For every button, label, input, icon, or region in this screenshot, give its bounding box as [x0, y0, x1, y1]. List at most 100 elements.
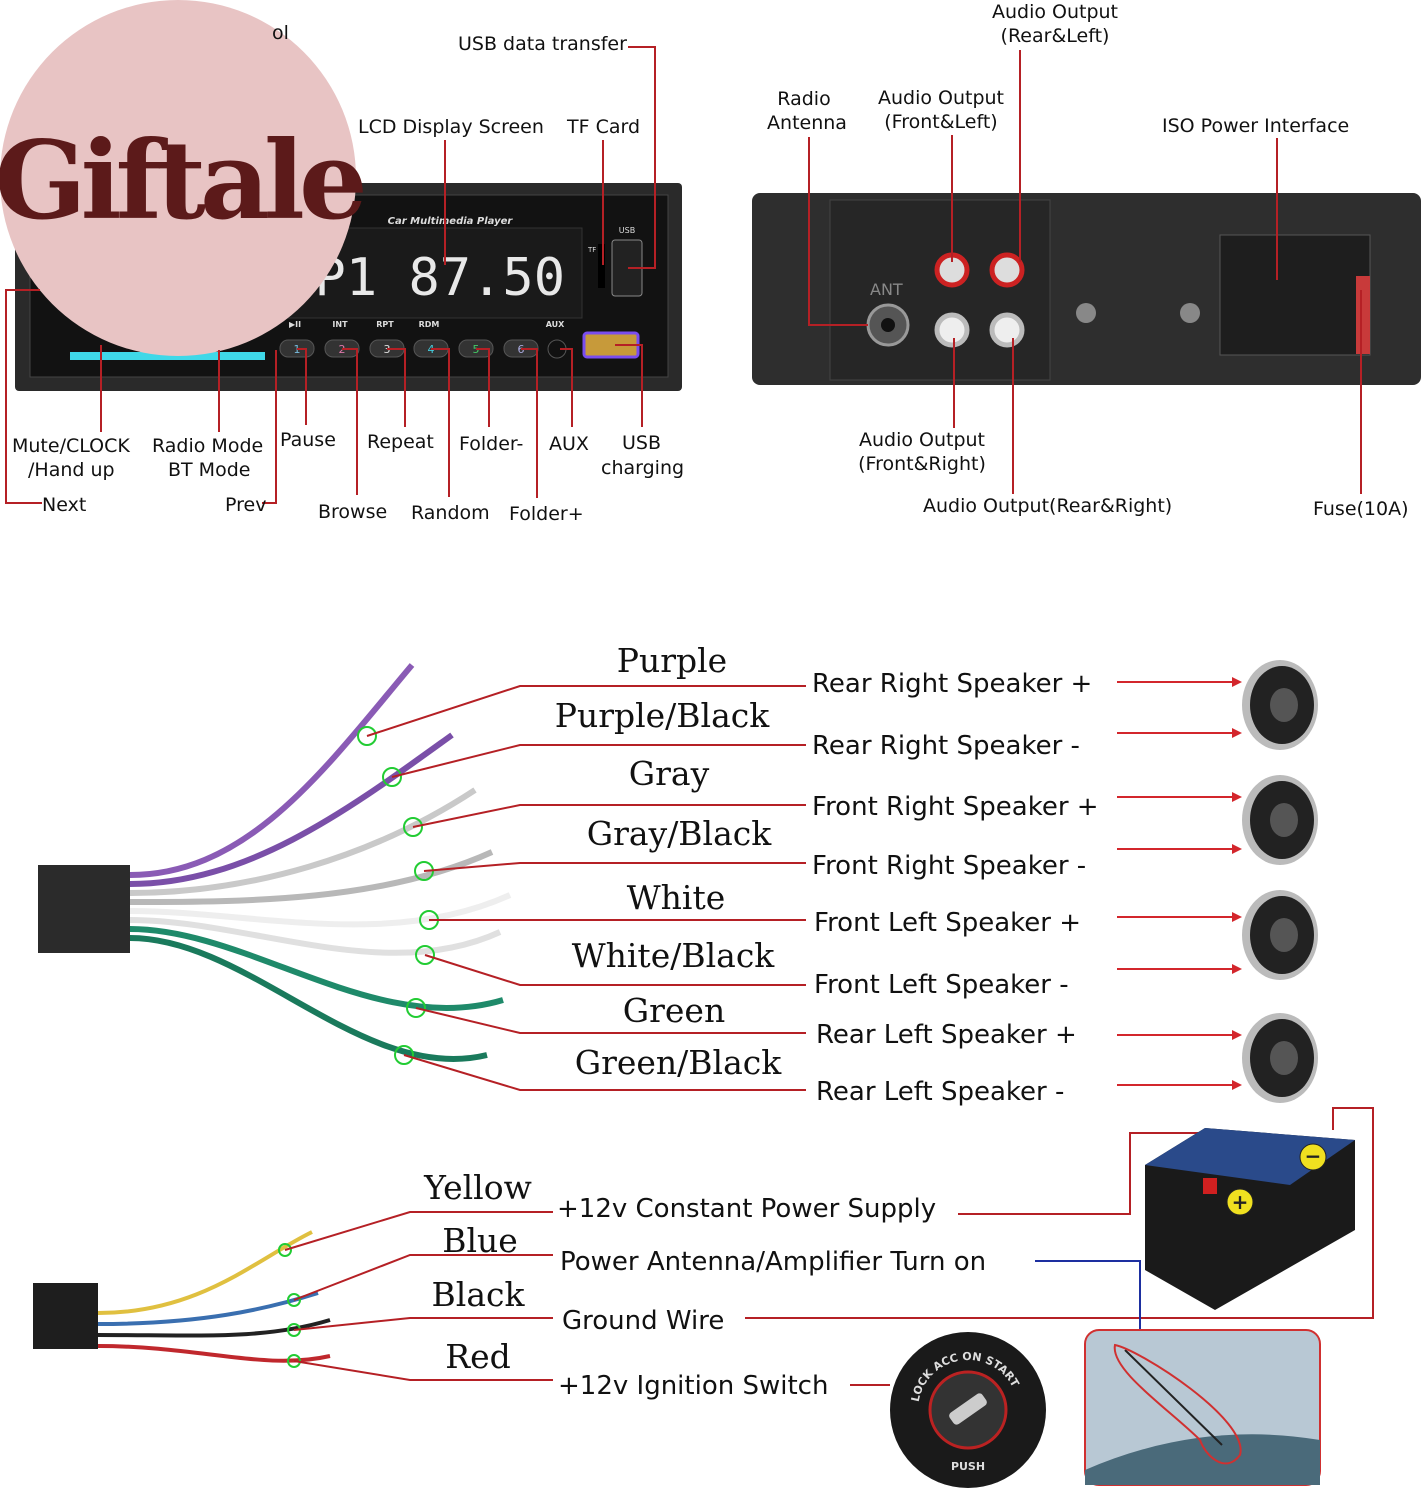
button-label: ▶II [289, 320, 301, 329]
arrow-head-icon [1232, 728, 1242, 738]
wire-function: Rear Left Speaker + [816, 1020, 1077, 1050]
wire-callout-line [412, 804, 806, 828]
wire-color-name: Red [445, 1337, 511, 1376]
wire-color-name: Gray/Black [587, 814, 773, 853]
car-antenna-photo [1084, 1329, 1321, 1486]
callout-iso-power: ISO Power Interface [1162, 115, 1349, 137]
speaker-wire [129, 787, 477, 896]
fuse [1356, 276, 1370, 354]
display-readout: P1 87.50 [315, 248, 565, 308]
speaker-wire [129, 892, 512, 928]
svg-text:+: + [1232, 1190, 1249, 1214]
wire-callout-line [423, 862, 806, 872]
speaker-icon [1242, 1013, 1318, 1103]
giftale-logo: Giftale [0, 0, 369, 356]
arrow-head-icon [1232, 844, 1242, 854]
wire-function: Rear Right Speaker + [812, 669, 1092, 699]
wire-function: Rear Right Speaker - [812, 731, 1080, 761]
speaker-icon [1242, 775, 1318, 865]
svg-text:−: − [1305, 1144, 1322, 1168]
wire-marker [287, 1293, 301, 1307]
rear-panel: ANT Audio Output (Rear&Left) Radio Anten… [752, 1, 1421, 520]
wire-marker [382, 767, 402, 787]
wire-callout-line [293, 1317, 553, 1331]
power-wire [97, 1318, 331, 1338]
wire-color-name: Purple/Black [555, 696, 771, 735]
arrow-head-icon [1232, 912, 1242, 922]
wire-color-name: Purple [617, 641, 727, 680]
callout-audio-front-right-2: (Front&Right) [858, 453, 986, 475]
speaker-icon [1242, 660, 1318, 750]
callout-next: Next [42, 494, 86, 516]
device-title: Car Multimedia Player [388, 216, 514, 227]
callout-audio-front-left-2: (Front&Left) [884, 111, 997, 133]
callout-repeat: Repeat [367, 431, 434, 453]
arrow-head-icon [1232, 1030, 1242, 1040]
power-wire [97, 1344, 331, 1363]
callout-fuse: Fuse(10A) [1313, 498, 1409, 520]
wire-function: Ground Wire [562, 1306, 724, 1336]
tf-tag: TF [587, 246, 596, 254]
arrow-head-icon [1232, 792, 1242, 802]
callout-partial: ol [272, 22, 289, 44]
wire-color-name: White/Black [572, 936, 776, 975]
speaker-wire [129, 732, 454, 887]
ignition-switch: LOCK ACC ON START PUSH [890, 1332, 1046, 1488]
wire-color-name: Gray [629, 754, 710, 793]
rca-rear-right [989, 312, 1025, 348]
callout-radio-mode: Radio Mode [152, 435, 263, 457]
speaker-wire [129, 926, 504, 1012]
wire-marker [406, 998, 426, 1018]
button-label: RDM [419, 320, 440, 329]
arrow-head-icon [1232, 677, 1242, 687]
callout-audio-front-right: Audio Output [859, 429, 985, 451]
battery: + − [1145, 1128, 1355, 1310]
wire-marker [403, 817, 423, 837]
wire-function: Power Antenna/Amplifier Turn on [560, 1247, 986, 1277]
wire-callout-line [403, 1054, 806, 1091]
wire-function: Front Left Speaker - [814, 970, 1069, 1000]
wire-callout-line [366, 685, 806, 737]
wire-color-name: Green/Black [575, 1043, 783, 1082]
iso-plug-speakers [38, 865, 130, 953]
usb-tag: USB [619, 226, 635, 235]
tf-card-slot [598, 244, 605, 288]
callout-prev: Prev [225, 494, 266, 516]
iso-plug-power [33, 1283, 98, 1349]
wire-callout-line [293, 1360, 553, 1381]
battery-negative-icon [1299, 1143, 1327, 1171]
callout-usb-data-transfer: USB data transfer [458, 33, 627, 55]
callout-mute: Mute/CLOCK [12, 435, 130, 457]
callout-folder-minus: Folder- [459, 433, 523, 455]
battery-positive-icon [1226, 1188, 1254, 1216]
arrow-head-icon [1232, 964, 1242, 974]
wire-callout-line [424, 954, 806, 986]
ignition-push: PUSH [951, 1460, 985, 1473]
button-label: AUX [546, 320, 565, 329]
power-wire [97, 1230, 313, 1315]
button-label: RPT [376, 320, 394, 329]
callout-browse: Browse [318, 501, 387, 523]
callout-audio-front-left: Audio Output [878, 87, 1004, 109]
callout-audio-rear-right: Audio Output(Rear&Right) [923, 495, 1172, 517]
wire-function: +12v Constant Power Supply [557, 1194, 936, 1224]
wire-function: Front Right Speaker - [812, 851, 1086, 881]
callout-aux: AUX [549, 433, 589, 455]
callout-bt-mode: BT Mode [168, 459, 250, 481]
ambient-light [70, 352, 265, 360]
callout-random: Random [411, 502, 490, 524]
callout-audio-rear-left-2: (Rear&Left) [1001, 25, 1110, 47]
ant-tag: ANT [870, 280, 903, 299]
wire-color-name: White [627, 878, 726, 917]
iso-connector [1219, 234, 1371, 356]
speaker-wire [129, 935, 488, 1063]
callout-audio-rear-left: Audio Output [992, 1, 1118, 23]
callout-radio-antenna: Radio [777, 88, 830, 110]
callout-tf-card: TF Card [566, 116, 640, 138]
wire-callout-line [415, 1007, 806, 1034]
rca-front-right [934, 312, 970, 348]
callout-usb-charging-2: charging [601, 457, 684, 479]
callout-lcd-display: LCD Display Screen [358, 116, 544, 138]
speaker-icon [1242, 890, 1318, 980]
wire-color-name: Yellow [423, 1168, 532, 1207]
